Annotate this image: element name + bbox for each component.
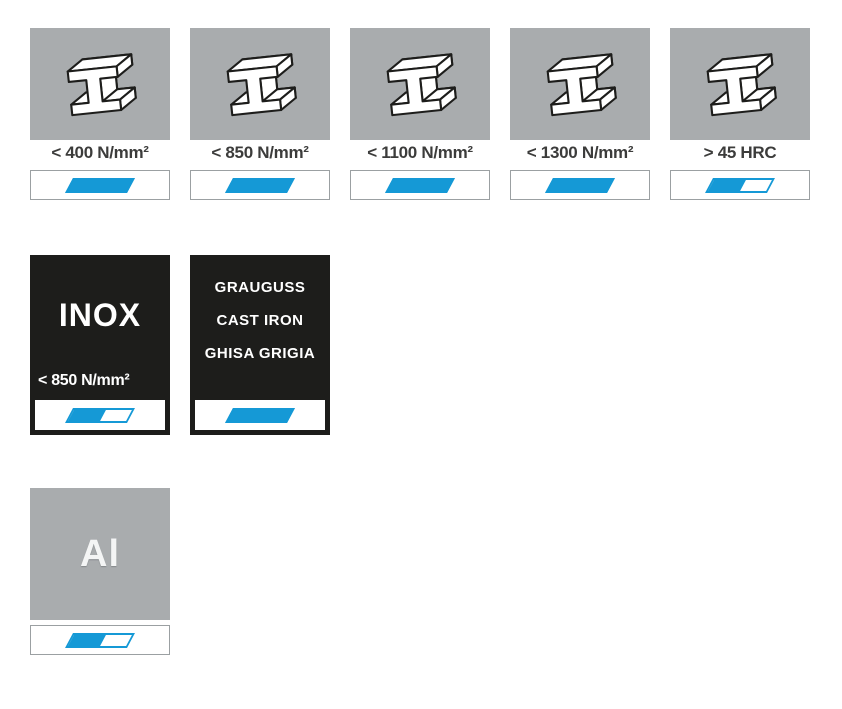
suitability-indicator — [65, 177, 135, 193]
cast-iron-name-de: GRAUGUSS — [214, 279, 306, 296]
strength-label: < 400 N/mm² — [51, 143, 149, 162]
suitability-indicator — [545, 177, 615, 193]
suitability-strip — [510, 170, 650, 200]
suitability-indicator — [705, 177, 775, 193]
card-icon-area — [190, 28, 330, 140]
i-beam-icon — [225, 53, 298, 117]
aluminium-symbol: Al — [80, 532, 120, 575]
i-beam-icon — [705, 53, 778, 117]
i-beam-icon — [65, 53, 138, 117]
suitability-strip — [30, 625, 170, 655]
i-beam-icon — [385, 53, 458, 117]
i-beam-icon — [545, 53, 618, 117]
suitability-strip — [35, 400, 165, 430]
strength-label: < 1300 N/mm² — [526, 143, 634, 162]
material-card-cast-iron: GRAUGUSS CAST IRON GHISA GRIGIA — [190, 255, 330, 435]
inox-title: INOX — [58, 297, 142, 333]
suitability-indicator — [225, 177, 295, 193]
material-card-steel-1100: < 1100 N/mm² — [350, 28, 490, 200]
suitability-fill — [705, 177, 747, 193]
strength-label: > 45 HRC — [703, 143, 777, 162]
material-card-aluminium: Al — [30, 488, 170, 655]
cast-iron-names: GRAUGUSS CAST IRON GHISA GRIGIA — [190, 255, 330, 378]
material-card-steel-850: < 850 N/mm² — [190, 28, 330, 200]
suitability-indicator — [225, 407, 295, 423]
cast-iron-name-it: GHISA GRIGIA — [204, 345, 316, 362]
material-card-steel-400: < 400 N/mm² — [30, 28, 170, 200]
cast-iron-name-en: CAST IRON — [216, 312, 304, 329]
card-icon-area — [30, 28, 170, 140]
suitability-indicator — [65, 407, 135, 423]
suitability-fill — [65, 632, 107, 648]
material-card-inox: INOX < 850 N/mm² — [30, 255, 170, 435]
card-icon-area — [670, 28, 810, 140]
suitability-indicator — [385, 177, 455, 193]
suitability-indicator — [65, 632, 135, 648]
suitability-strip — [195, 400, 325, 430]
card-icon-area — [350, 28, 490, 140]
card-icon-area: Al — [30, 488, 170, 620]
strength-label: < 1100 N/mm² — [367, 143, 473, 162]
suitability-fill — [65, 407, 107, 423]
inox-strength-label: < 850 N/mm² — [38, 372, 130, 389]
strength-label: < 850 N/mm² — [211, 143, 309, 162]
material-card-steel-45hrc: > 45 HRC — [670, 28, 810, 200]
suitability-strip — [190, 170, 330, 200]
suitability-strip — [670, 170, 810, 200]
material-card-steel-1300: < 1300 N/mm² — [510, 28, 650, 200]
suitability-strip — [350, 170, 490, 200]
card-icon-area — [510, 28, 650, 140]
suitability-strip — [30, 170, 170, 200]
